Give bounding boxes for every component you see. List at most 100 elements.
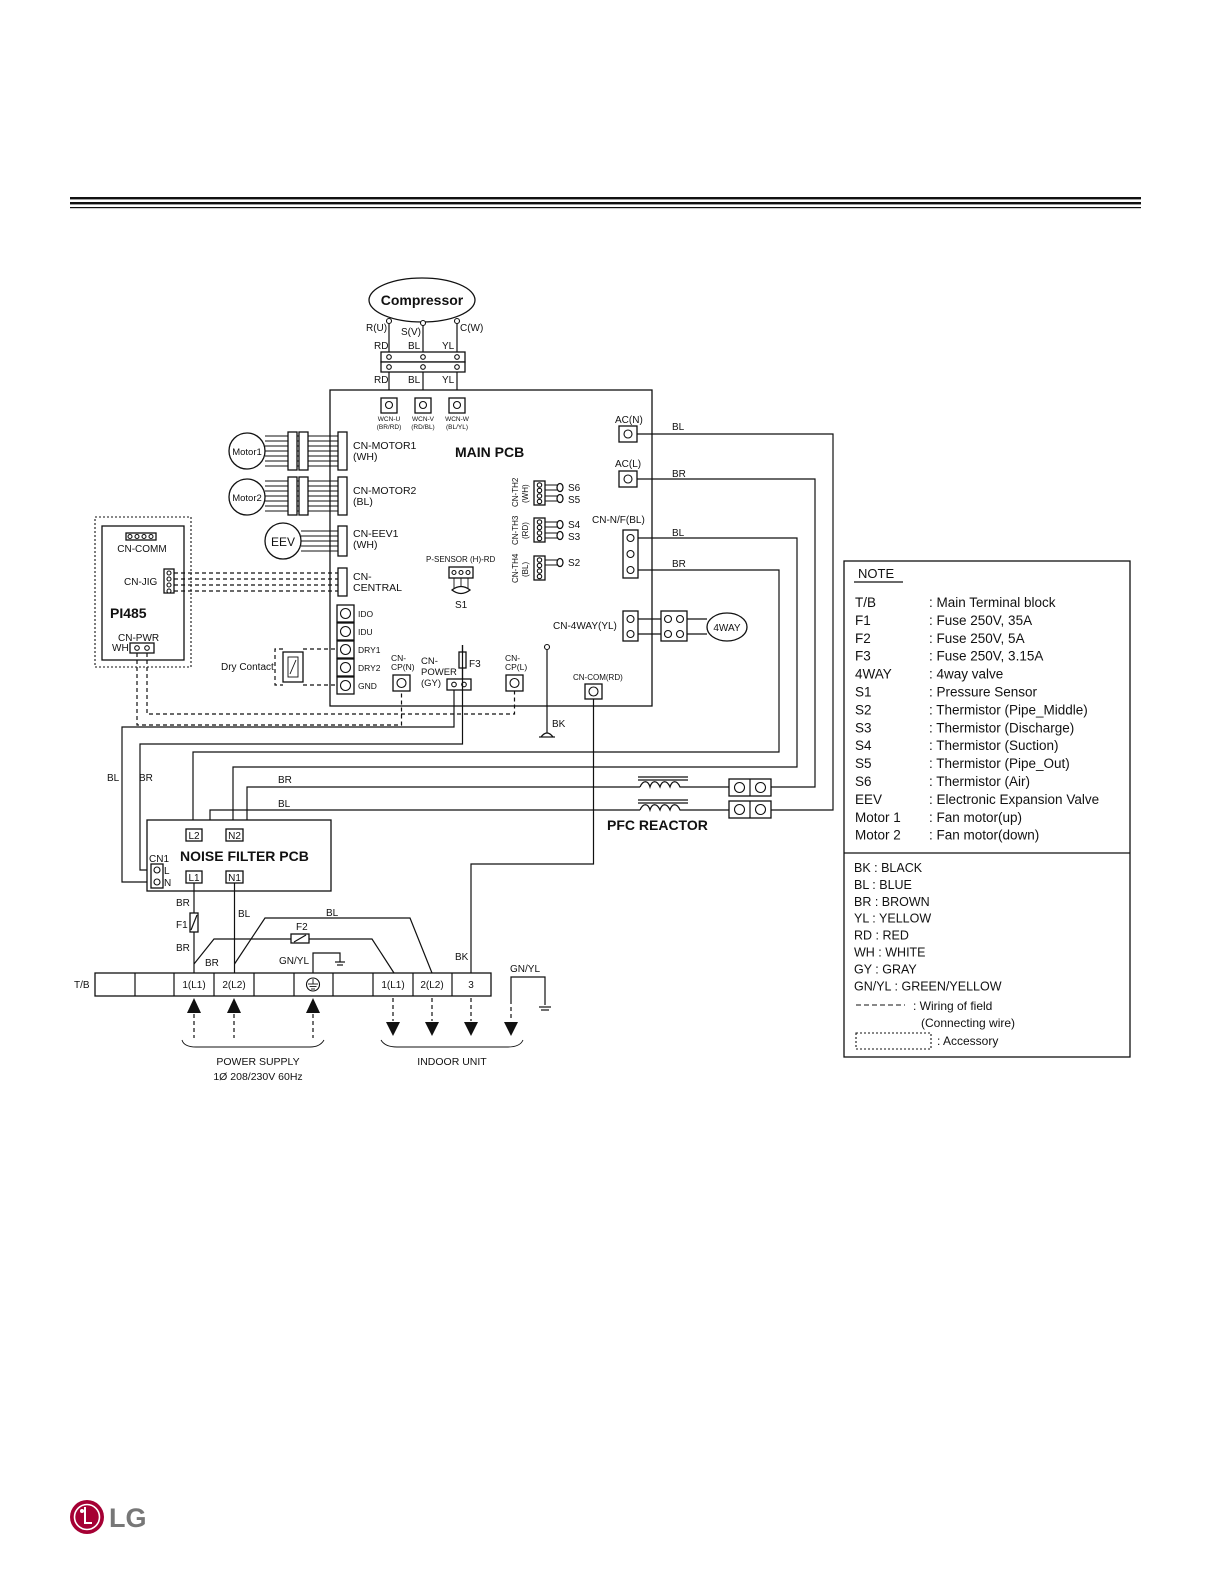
motor2: Motor2	[228, 476, 348, 516]
svg-text:1(L1): 1(L1)	[182, 980, 205, 991]
svg-text:POWER: POWER	[421, 667, 457, 678]
note-value: : Electronic Expansion Valve	[929, 792, 1099, 807]
svg-text:S4: S4	[568, 520, 581, 531]
svg-text:P-SENSOR (H)-RD: P-SENSOR (H)-RD	[426, 555, 496, 564]
color-legend-item: GN/YL : GREEN/YELLOW	[854, 979, 1002, 993]
svg-text:(BL): (BL)	[353, 496, 373, 508]
svg-text:CN-COMM: CN-COMM	[117, 544, 166, 555]
pwr-dashed-wires	[136, 653, 516, 726]
svg-text:(BL/YL): (BL/YL)	[446, 424, 468, 431]
svg-text:S6: S6	[568, 483, 581, 494]
svg-text:IDO: IDO	[358, 609, 374, 619]
svg-text:BL: BL	[408, 341, 421, 352]
svg-text:GN/YL: GN/YL	[510, 964, 540, 975]
power-supply-arrows	[187, 998, 320, 1038]
ground-terminal-icon	[305, 977, 321, 992]
svg-text:CN-TH4: CN-TH4	[511, 553, 520, 583]
pi485-title: PI485	[110, 605, 147, 621]
color-legend-item: WH : WHITE	[854, 946, 926, 960]
cn-motor2-label: CN-MOTOR2	[353, 485, 417, 497]
color-legend-item: YL : YELLOW	[854, 912, 931, 926]
power-supply-label: POWER SUPPLY	[216, 1056, 299, 1068]
note-key: S1	[855, 685, 872, 700]
svg-text:CP(L): CP(L)	[505, 662, 527, 672]
svg-text:GN/YL: GN/YL	[279, 956, 309, 967]
indoor-unit-arrows	[386, 998, 518, 1036]
svg-text:N: N	[164, 878, 171, 889]
svg-text:CN-PWR: CN-PWR	[118, 633, 159, 644]
note-key: 4WAY	[855, 667, 892, 682]
io-ports: IDO IDU DRY1 DRY2 GND	[336, 604, 381, 695]
note-value: : Pressure Sensor	[929, 685, 1038, 700]
cn-eev1-label: CN-EEV1	[353, 528, 399, 540]
svg-text:BL: BL	[107, 773, 120, 784]
note-key: F1	[855, 613, 871, 628]
header-rule	[70, 197, 1141, 209]
lg-logo: LG	[70, 1500, 147, 1534]
svg-text:CN-: CN-	[505, 653, 520, 663]
svg-text:CN-JIG: CN-JIG	[124, 577, 158, 588]
svg-text:WH: WH	[112, 643, 129, 654]
svg-text:1Ø 208/230V 60Hz: 1Ø 208/230V 60Hz	[213, 1071, 302, 1083]
svg-text:(WH): (WH)	[353, 451, 378, 463]
note-value: : Thermistor (Pipe_Out)	[929, 756, 1070, 771]
svg-text:S(V): S(V)	[401, 327, 421, 338]
ac-terminals: AC(N) AC(L) CN-N/F(BL) CN-4WAY(YL) 4WAY	[553, 415, 748, 642]
svg-text:BR: BR	[176, 943, 190, 954]
svg-text:BR: BR	[278, 775, 292, 786]
svg-text:(WH): (WH)	[353, 539, 378, 551]
thermistor-connectors: CN-TH2 (WH) S6 S5 CN-TH3 (RD) S4 S3 CN-T…	[511, 477, 581, 583]
svg-text:BR: BR	[139, 773, 153, 784]
svg-text:YL: YL	[442, 341, 455, 352]
svg-text:(GY): (GY)	[421, 678, 441, 689]
terminal-block: T/B 1(L1) 2(L2) 1(L1) 2(L2) 3	[74, 972, 492, 997]
svg-text:WCN-W: WCN-W	[445, 416, 470, 423]
svg-text:F3: F3	[469, 659, 481, 670]
svg-text:C(W): C(W)	[460, 323, 483, 334]
terminal-wires	[189, 883, 551, 1011]
noise-filter-label: NOISE FILTER PCB	[180, 848, 309, 864]
note-key: S5	[855, 756, 872, 771]
color-legend-item: BL : BLUE	[854, 878, 912, 892]
svg-text:S1: S1	[455, 600, 468, 611]
note-value: : Fan motor(down)	[929, 828, 1039, 843]
main-pcb-bottom-connectors: CN- CP(N) CN- POWER (GY) F3 CN- CP(L) CN…	[391, 643, 623, 700]
svg-text:Motor2: Motor2	[232, 493, 262, 504]
svg-text:L2: L2	[188, 831, 200, 842]
fourway-valve-label: 4WAY	[713, 623, 741, 634]
svg-text:BR: BR	[672, 469, 686, 480]
svg-text:F2: F2	[296, 922, 308, 933]
svg-text:WCN-V: WCN-V	[412, 416, 435, 423]
svg-text:WCN-U: WCN-U	[378, 416, 401, 423]
pfc-reactor-label: PFC REACTOR	[607, 817, 708, 833]
svg-text:CN-: CN-	[391, 653, 406, 663]
svg-text:S5: S5	[568, 495, 581, 506]
svg-text:BL: BL	[326, 908, 339, 919]
svg-text:S3: S3	[568, 532, 581, 543]
note-key: Motor 1	[855, 810, 901, 825]
note-value: : Main Terminal block	[929, 595, 1056, 610]
svg-text:CN-TH3: CN-TH3	[511, 515, 520, 545]
svg-text:BR: BR	[205, 958, 219, 969]
svg-text:CN1: CN1	[149, 854, 169, 865]
color-legend-item: GY : GRAY	[854, 962, 917, 976]
svg-text:BL: BL	[408, 375, 421, 386]
svg-text:Motor1: Motor1	[232, 447, 262, 458]
terminal-block-label: T/B	[74, 980, 90, 991]
note-key: F3	[855, 649, 871, 664]
svg-text:AC(L): AC(L)	[615, 459, 641, 470]
color-legend-item: RD : RED	[854, 929, 909, 943]
note-key: EEV	[855, 792, 882, 807]
svg-text:CN-TH2: CN-TH2	[511, 477, 520, 507]
svg-text:2(L2): 2(L2)	[420, 980, 443, 991]
pfc-reactor: PFC REACTOR	[607, 776, 772, 833]
color-legend-item: BK : BLACK	[854, 861, 923, 875]
pi485-accessory: CN-COMM CN-JIG PI485 CN-PWR WH	[94, 516, 192, 668]
lg-logo-text: LG	[109, 1503, 147, 1533]
svg-text:AC(N): AC(N)	[615, 415, 643, 426]
svg-text:CN-: CN-	[421, 656, 438, 667]
note-value: : Fan motor(up)	[929, 810, 1022, 825]
svg-text:2(L2): 2(L2)	[222, 980, 245, 991]
svg-text:BL: BL	[672, 422, 685, 433]
